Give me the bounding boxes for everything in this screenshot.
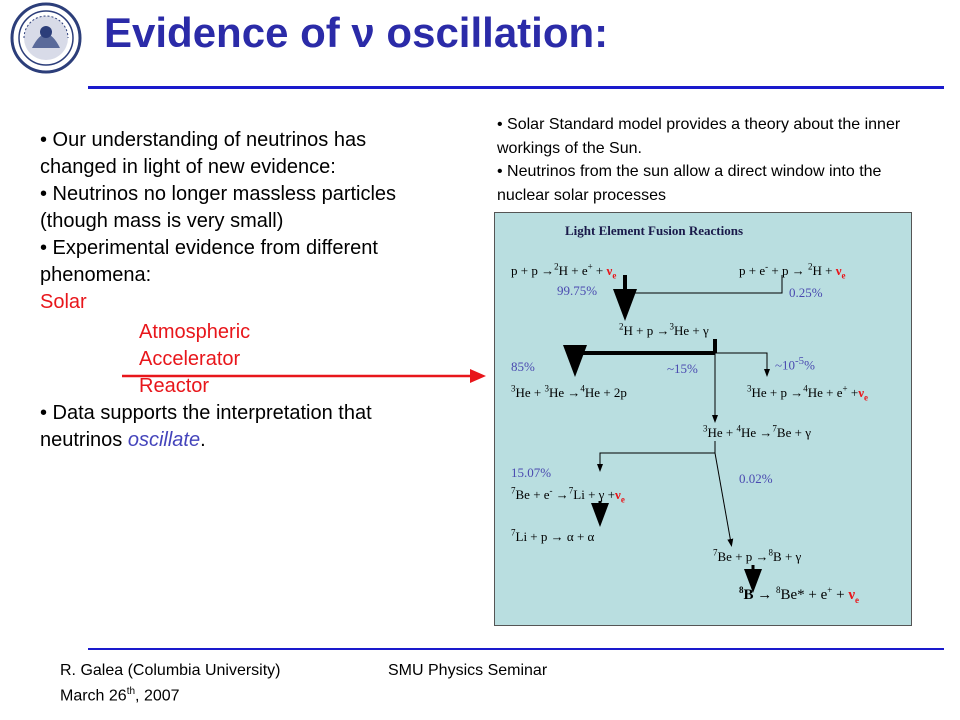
footer-author-name: R. Galea (Columbia University) [60,662,281,679]
phenomenon-accelerator: Accelerator [139,348,241,370]
solar-arrow-icon [122,369,486,383]
footer-date: March 26th, 2007 [60,681,281,706]
branch-15: ~15% [667,361,698,376]
reaction-he3-he4: 3He + 4He →7Be + γ [703,423,811,440]
reaction-pp: p + p →2H + e+ + νe [511,261,617,281]
right-bullets: • Solar Standard model provides a theory… [497,113,917,207]
phenomenon-atmospheric: Atmospheric [139,321,251,343]
reaction-b8-decay: 8B → 8Be* + e+ + νe [739,585,860,605]
branch-85: 85% [511,359,535,374]
bullet-solar-window: • Neutrinos from the sun allow a direct … [497,163,882,204]
bullet-data-period: . [200,429,206,451]
phenomenon-reactor: Reactor [139,375,210,397]
branch-hep-unit: % [804,357,815,373]
header-divider [88,86,944,89]
university-seal-icon [10,2,82,74]
branch-025: 0.25% [789,285,823,300]
branch-hep: ~10-5% [775,353,815,373]
fusion-flow-lines [563,275,783,593]
footer-date-text: March 26 [60,687,127,705]
bullet-solar-model: • Solar Standard model provides a theory… [497,116,901,157]
bullet-data-supports: • Data supports the interpretation that … [40,400,410,454]
left-bullets: • Our understanding of neutrinos has cha… [40,127,410,454]
bullet-massless: • Neutrinos no longer massless particles… [40,183,397,232]
phenomenon-solar: Solar [40,291,87,313]
branch-002: 0.02% [739,471,773,486]
footer-author: R. Galea (Columbia University) March 26t… [60,660,281,706]
reaction-deuterium: 2H + p →3He + γ [619,321,709,338]
bullet-understanding: • Our understanding of neutrinos has cha… [40,129,367,178]
reaction-be7-p: 7Be + p →8B + γ [713,547,802,564]
diagram-heading: Light Element Fusion Reactions [565,223,744,238]
bullet-data-text: • Data supports the interpretation that … [40,402,372,451]
reaction-hep: 3He + p →4He + e+ +νe [747,383,868,403]
branch-9975: 99.75% [557,283,598,298]
branch-hep-base: ~10 [775,357,796,373]
page-title: Evidence of ν oscillation: [104,9,609,56]
branch-1507: 15.07% [511,465,552,480]
oscillate-emphasis: oscillate [127,429,201,451]
footer-divider [88,648,944,650]
footer-date-sup: th [126,686,136,697]
branch-hep-exp: -5 [795,355,805,367]
footer-event: SMU Physics Seminar [388,662,548,679]
fusion-diagram: Light Element Fusion Reactions p + p →2H… [494,212,912,626]
reaction-he3-he3: 3He + 3He →4He + 2p [511,383,627,400]
reaction-be7-e: 7Be + e- →7Li + γ +νe [511,485,625,505]
bullet-experimental: • Experimental evidence from different p… [40,237,378,286]
reaction-pep: p + e- + p → 2H + νe [739,261,846,281]
footer-date-year: , 2007 [135,687,180,705]
reaction-li7-p: 7Li + p → α + α [511,527,595,544]
